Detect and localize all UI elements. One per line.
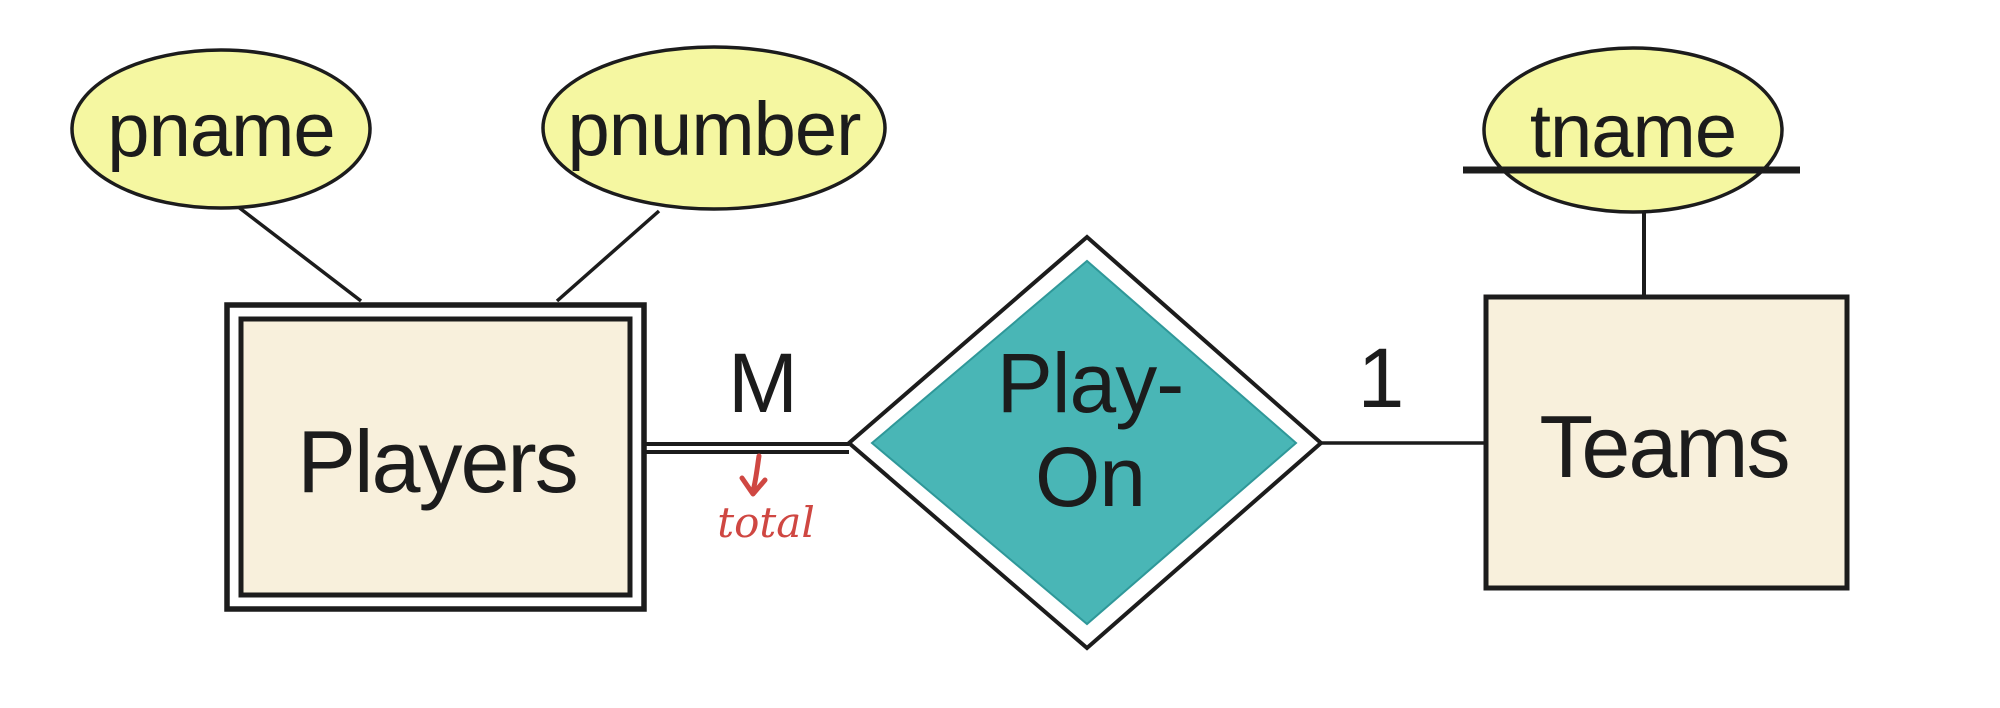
annotation-total-label: total — [717, 498, 815, 547]
attribute-tname: tname — [1463, 46, 1800, 214]
players-inner-rect — [238, 316, 633, 598]
annotation-arrow-shaft — [750, 453, 762, 494]
cardinality-m-label: M — [728, 336, 798, 430]
relationship-play-on: Play- On — [845, 234, 1325, 651]
playon-label-line1: Play- — [997, 336, 1183, 430]
teams-rect — [1483, 294, 1850, 591]
annotation-arrow-head — [739, 475, 768, 497]
pnumber-ellipse — [541, 45, 887, 211]
connector-pnumber-players — [555, 209, 661, 303]
pname-label: pname — [107, 88, 334, 173]
cardinality-1-label: 1 — [1358, 331, 1405, 425]
teams-label: Teams — [1539, 397, 1788, 496]
playon-inner-diamond — [870, 259, 1298, 626]
pname-ellipse — [70, 48, 372, 210]
entity-teams: Teams — [1483, 294, 1850, 591]
playon-label-line2: On — [1035, 430, 1145, 524]
entity-players: Players — [224, 302, 647, 612]
tname-label: tname — [1530, 89, 1736, 174]
attribute-pnumber: pnumber — [541, 45, 887, 211]
connector-players-playon-double-line — [637, 442, 849, 454]
attribute-pname: pname — [70, 48, 372, 210]
players-label: Players — [297, 412, 576, 511]
connector-pname-players — [235, 204, 363, 303]
pnumber-label: pnumber — [568, 87, 862, 172]
annotation-total: total — [717, 453, 815, 547]
